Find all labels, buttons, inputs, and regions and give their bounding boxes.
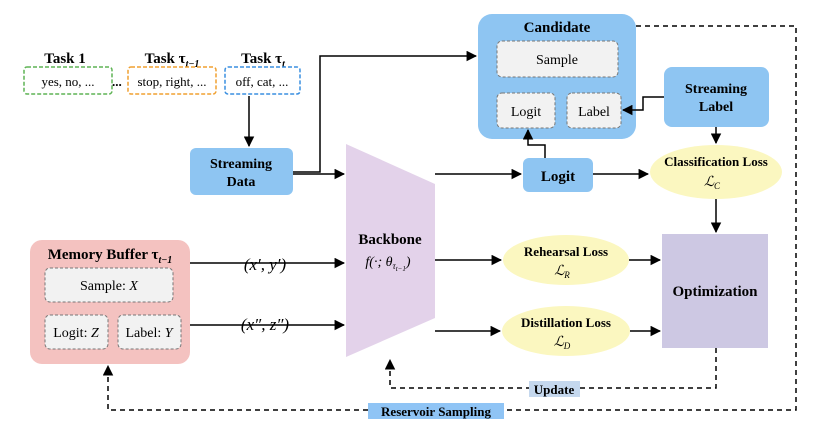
rehearsal-loss-label: Rehearsal Loss — [524, 244, 608, 259]
rehearsal-loss-symbol: ℒR — [554, 264, 570, 280]
reservoir-sampling-label: Reservoir Sampling — [381, 404, 491, 419]
candidate-label-label: Label — [578, 105, 610, 120]
candidate-sample-label: Sample — [536, 53, 578, 68]
pair-x-prime-y-prime: (x′, y′) — [244, 255, 287, 274]
update-highlight — [529, 381, 580, 397]
memory-label-box — [117, 314, 182, 350]
task-tau-t-box — [224, 66, 301, 95]
candidate-logit-box — [496, 92, 556, 129]
task-tau-t-1-items: stop, right, ... — [138, 74, 207, 89]
arrow-streaming-label-to-candidate-label — [621, 96, 664, 116]
streaming-data-line1: Streaming — [210, 157, 272, 172]
arrow-streaming-to-candidate — [293, 50, 478, 173]
optimization-label: Optimization — [673, 284, 759, 300]
memory-label-label: Label: Y — [125, 326, 174, 341]
backbone-function: f(·; θτt−1) — [365, 255, 411, 273]
optimization-box — [662, 234, 768, 348]
solid-arrows — [190, 50, 722, 337]
task-tau-t-title: Task τt — [241, 51, 286, 70]
candidate-title: Candidate — [524, 20, 591, 36]
logit-box-label: Logit — [541, 169, 575, 185]
distillation-loss-ellipse — [502, 306, 630, 356]
task-tau-t-items: off, cat, ... — [236, 74, 289, 89]
memory-sample-box — [44, 267, 174, 303]
memory-logit-label: Logit: Z — [53, 326, 99, 341]
task-tau-t-1-title: Task τt−1 — [145, 51, 200, 70]
task-1-box — [23, 66, 113, 95]
backbone-shape — [346, 144, 435, 357]
task-1-title: Task 1 — [44, 51, 86, 67]
distillation-loss-label: Distillation Loss — [521, 315, 611, 330]
update-label: Update — [534, 382, 575, 397]
memory-logit-box — [44, 314, 109, 350]
streaming-label-box — [664, 67, 769, 127]
classification-loss-ellipse — [650, 145, 782, 199]
task-1-items: yes, no, ... — [41, 74, 94, 89]
streaming-label-line2: Label — [699, 100, 733, 115]
rehearsal-loss-ellipse — [503, 235, 629, 285]
classification-loss-symbol: ℒC — [704, 175, 721, 191]
distillation-loss-symbol: ℒD — [554, 335, 571, 351]
logit-box — [523, 158, 593, 192]
candidate-sample-box — [496, 40, 619, 78]
streaming-data-line2: Data — [227, 175, 256, 190]
tasks-ellipsis: ... — [112, 74, 122, 89]
arrow-logit-to-candidate-logit — [522, 128, 546, 158]
streaming-data-box — [190, 148, 293, 195]
classification-loss-label: Classification Loss — [664, 154, 768, 169]
memory-buffer-title: Memory Buffer τt−1 — [48, 247, 173, 266]
candidate-label-box — [566, 92, 622, 129]
arrow-reservoir-sampling — [102, 25, 797, 411]
memory-sample-label: Sample: X — [80, 279, 138, 294]
backbone-title: Backbone — [358, 232, 422, 248]
candidate-logit-label: Logit — [511, 105, 541, 120]
reservoir-sampling-highlight — [368, 403, 504, 419]
task-tau-t-1-box — [127, 66, 217, 95]
streaming-label-line1: Streaming — [685, 82, 747, 97]
